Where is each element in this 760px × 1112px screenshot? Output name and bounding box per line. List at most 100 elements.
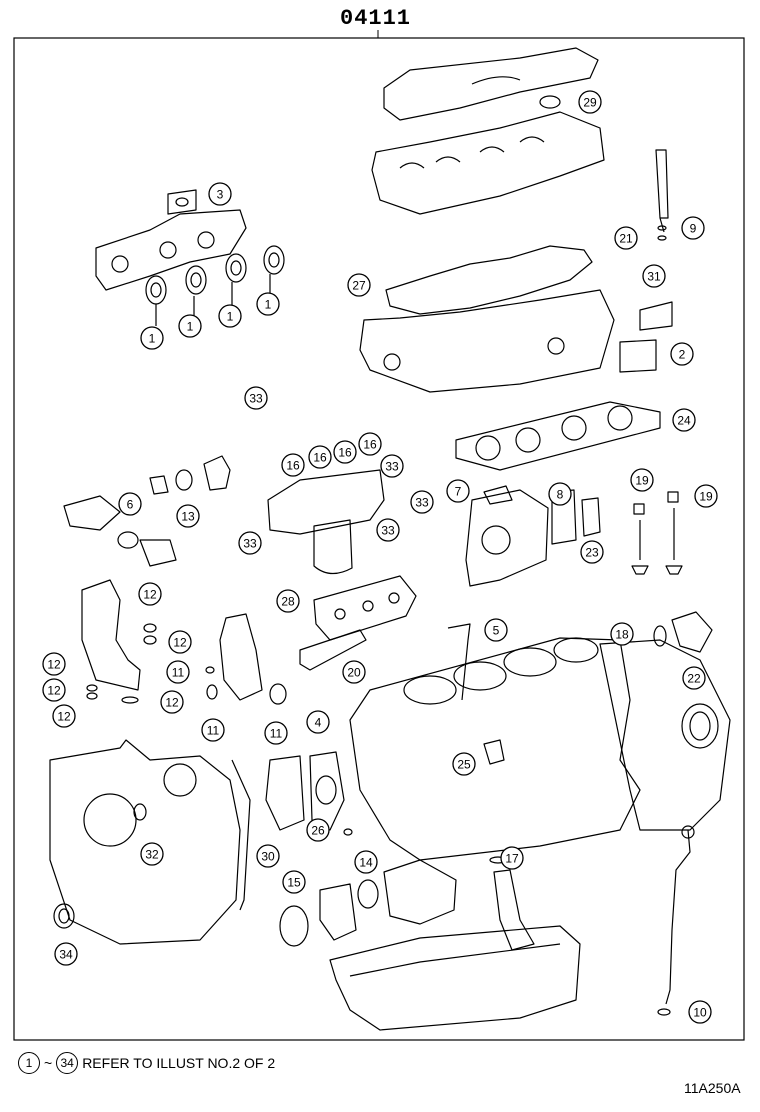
callout-16: 16 bbox=[358, 432, 382, 456]
svg-text:16: 16 bbox=[313, 451, 327, 465]
callout-1: 1 bbox=[140, 326, 164, 350]
callout-27: 27 bbox=[347, 273, 371, 297]
head-gasket bbox=[455, 401, 661, 471]
callout-18: 18 bbox=[610, 622, 634, 646]
callout-22: 22 bbox=[682, 666, 706, 690]
cylinder-head bbox=[359, 289, 615, 393]
callout-23: 23 bbox=[580, 540, 604, 564]
svg-text:6: 6 bbox=[127, 498, 134, 512]
callout-8: 8 bbox=[548, 482, 572, 506]
callout-1: 1 bbox=[178, 314, 202, 338]
water-pump bbox=[465, 489, 549, 587]
svg-text:33: 33 bbox=[385, 460, 399, 474]
callout-12: 12 bbox=[168, 630, 192, 654]
legend-note: REFER TO ILLUST NO.2 OF 2 bbox=[82, 1055, 276, 1071]
footer-legend: 1 ~ 34 REFER TO ILLUST NO.2 OF 2 bbox=[18, 1052, 275, 1074]
svg-text:2: 2 bbox=[679, 348, 686, 362]
callout-33: 33 bbox=[238, 531, 262, 555]
callout-28: 28 bbox=[276, 589, 300, 613]
legend-separator: ~ bbox=[44, 1055, 53, 1071]
svg-text:7: 7 bbox=[455, 485, 462, 499]
callout-13: 13 bbox=[176, 504, 200, 528]
svg-text:12: 12 bbox=[165, 696, 179, 710]
callout-12: 12 bbox=[138, 582, 162, 606]
illustration-code: 11A250A bbox=[684, 1080, 741, 1096]
timing-case bbox=[49, 739, 241, 945]
callout-3: 3 bbox=[208, 182, 232, 206]
callout-1: 1 bbox=[218, 304, 242, 328]
callout-10: 10 bbox=[688, 1000, 712, 1024]
svg-text:21: 21 bbox=[619, 232, 633, 246]
bracket-gasket bbox=[619, 339, 657, 373]
svg-text:1: 1 bbox=[265, 298, 272, 312]
svg-text:5: 5 bbox=[493, 624, 500, 638]
callout-33: 33 bbox=[410, 490, 434, 514]
svg-text:4: 4 bbox=[315, 716, 322, 730]
svg-text:12: 12 bbox=[47, 684, 61, 698]
oil-cap bbox=[539, 95, 561, 109]
legend-start-circle: 1 bbox=[18, 1052, 40, 1074]
svg-text:11: 11 bbox=[207, 724, 220, 738]
callout-32: 32 bbox=[140, 842, 164, 866]
svg-text:19: 19 bbox=[699, 490, 713, 504]
callout-12: 12 bbox=[42, 652, 66, 676]
svg-text:3: 3 bbox=[217, 188, 224, 202]
svg-text:14: 14 bbox=[359, 856, 373, 870]
callout-1: 1 bbox=[256, 292, 280, 316]
svg-text:11: 11 bbox=[270, 727, 283, 741]
svg-text:23: 23 bbox=[585, 546, 599, 560]
cylinder-block bbox=[349, 637, 641, 861]
svg-text:32: 32 bbox=[145, 848, 159, 862]
svg-text:31: 31 bbox=[647, 270, 661, 284]
oil-cooler bbox=[267, 469, 385, 535]
svg-text:1: 1 bbox=[149, 332, 156, 346]
flywheel-housing bbox=[599, 639, 731, 831]
svg-text:33: 33 bbox=[249, 392, 263, 406]
callout-11: 11 bbox=[201, 718, 225, 742]
svg-text:1: 1 bbox=[187, 320, 194, 334]
callout-9: 9 bbox=[681, 216, 705, 240]
svg-text:29: 29 bbox=[583, 96, 597, 110]
callout-16: 16 bbox=[333, 440, 357, 464]
callout-29: 29 bbox=[578, 90, 602, 114]
injector bbox=[655, 149, 669, 219]
svg-text:33: 33 bbox=[243, 537, 257, 551]
oil-pump bbox=[383, 859, 457, 925]
callout-34: 34 bbox=[54, 942, 78, 966]
svg-text:12: 12 bbox=[47, 658, 61, 672]
oil-filter bbox=[313, 519, 353, 575]
svg-text:24: 24 bbox=[677, 414, 691, 428]
svg-text:15: 15 bbox=[287, 876, 301, 890]
callout-33: 33 bbox=[376, 518, 400, 542]
callout-12: 12 bbox=[52, 704, 76, 728]
diagram-frame bbox=[13, 37, 745, 1041]
svg-text:22: 22 bbox=[687, 672, 701, 686]
manifold-gaskets bbox=[145, 245, 285, 305]
manifold bbox=[95, 209, 247, 291]
intake-gasket bbox=[313, 575, 417, 641]
oil-pan bbox=[329, 925, 581, 1031]
callout-17: 17 bbox=[500, 846, 524, 870]
svg-text:10: 10 bbox=[693, 1006, 707, 1020]
cover-seal bbox=[385, 245, 593, 315]
callout-21: 21 bbox=[614, 226, 638, 250]
callout-26: 26 bbox=[306, 818, 330, 842]
svg-text:12: 12 bbox=[173, 636, 187, 650]
callout-15: 15 bbox=[282, 870, 306, 894]
svg-text:18: 18 bbox=[615, 628, 629, 642]
svg-text:19: 19 bbox=[635, 474, 649, 488]
callout-31: 31 bbox=[642, 264, 666, 288]
svg-text:16: 16 bbox=[363, 438, 377, 452]
svg-text:13: 13 bbox=[181, 510, 195, 524]
svg-text:11: 11 bbox=[172, 666, 185, 680]
callout-12: 12 bbox=[160, 690, 184, 714]
thermostat-housing bbox=[63, 495, 121, 531]
svg-text:16: 16 bbox=[286, 459, 300, 473]
callout-4: 4 bbox=[306, 710, 330, 734]
svg-text:34: 34 bbox=[59, 948, 73, 962]
svg-text:33: 33 bbox=[415, 496, 429, 510]
svg-text:20: 20 bbox=[347, 666, 361, 680]
callout-7: 7 bbox=[446, 479, 470, 503]
